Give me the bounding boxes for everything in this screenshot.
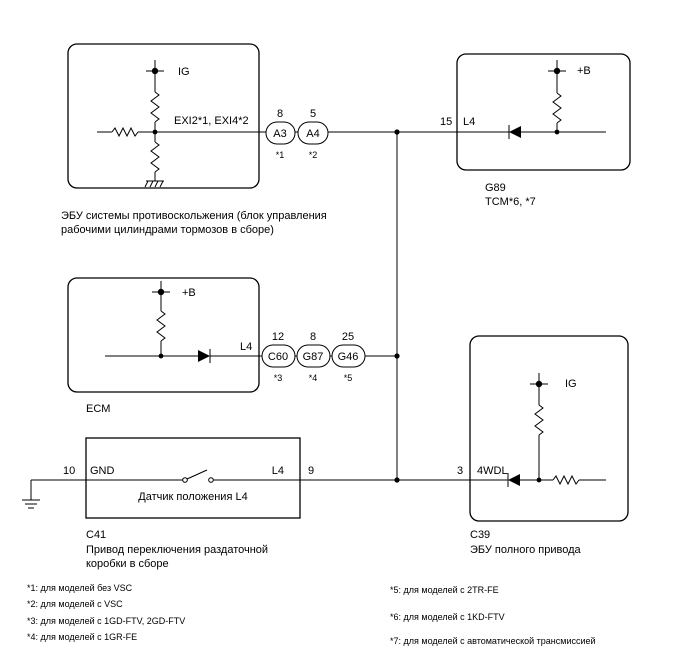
awd-ecu-pin: 3 <box>457 465 463 477</box>
tcm-box <box>456 53 631 171</box>
connector-a4-pin: 5 <box>310 108 316 120</box>
connector-a3 <box>265 121 296 145</box>
connector-a4-label: A4 <box>306 128 319 140</box>
note-3: *3: для моделей с 1GD-FTV, 2GD-FTV <box>27 616 185 626</box>
switch-contact-icon <box>182 477 188 483</box>
tcm-code: G89 <box>485 182 506 194</box>
connector-g87-pin: 8 <box>310 331 316 343</box>
connector-g46-pin: 25 <box>342 331 354 343</box>
connector-g46-note: *5 <box>344 373 353 383</box>
splice-mid <box>394 353 400 359</box>
awd-ecu-name: ЭБУ полного привода <box>470 544 582 556</box>
tcm-name: TCM*6, *7 <box>485 196 536 208</box>
awd-ecu-code: C39 <box>470 529 490 541</box>
awd-input-resistor-icon <box>552 474 580 486</box>
transfer-actuator-code: C41 <box>86 529 106 541</box>
splice-bottom <box>394 477 400 483</box>
ecm-resistor-icon <box>156 310 166 342</box>
transfer-actuator-box <box>85 437 301 519</box>
gnd-pin: 10 <box>63 465 75 477</box>
note-1: *1: для моделей без VSC <box>27 583 133 593</box>
awd-ecu-box <box>469 335 629 522</box>
pulldown-resistor-icon <box>150 141 160 173</box>
connector-a4-note: *2 <box>309 150 318 160</box>
ecm-power-label: +B <box>182 287 196 299</box>
connector-a3-pin: 8 <box>277 108 283 120</box>
tcm-diode-icon <box>509 126 521 138</box>
input-resistor-icon <box>111 126 139 138</box>
awd-ecu-signal-label: 4WDL <box>477 465 508 477</box>
connector-a4 <box>297 121 329 145</box>
note-6: *6: для моделей с 1KD-FTV <box>390 612 505 622</box>
awd-diode-icon <box>508 474 520 486</box>
note-2: *2: для моделей с VSC <box>27 599 123 609</box>
connector-a3-note: *1 <box>276 150 285 160</box>
ecm-diode-icon <box>198 350 210 362</box>
note-7: *7: для моделей с автоматической трансми… <box>390 636 596 646</box>
connector-g87-label: G87 <box>303 351 324 363</box>
ecm-name: ECM <box>86 403 110 415</box>
ecm-signal-label: L4 <box>240 341 252 353</box>
ecu-vsc-box <box>67 43 260 189</box>
tcm-resistor-icon <box>552 92 562 124</box>
connector-c60-note: *3 <box>274 373 283 383</box>
tcm-power-label: +B <box>577 65 591 77</box>
note-4: *4: для моделей с 1GR-FE <box>27 632 137 642</box>
l4-pin: 9 <box>308 465 314 477</box>
connector-c60-label: C60 <box>268 351 288 363</box>
tcm-signal-label: L4 <box>463 116 475 128</box>
connector-g46-label: G46 <box>338 351 359 363</box>
connector-a3-label: A3 <box>273 128 286 140</box>
transfer-actuator-description-2: коробки в сборе <box>86 558 169 570</box>
transfer-actuator-description-1: Привод переключения раздаточной <box>86 544 268 556</box>
l4-label: L4 <box>272 465 284 477</box>
ecu-vsc-description-1: ЭБУ системы противоскольжения (блок упра… <box>61 210 327 222</box>
tcm-pin: 15 <box>440 116 452 128</box>
awd-ecu-power-label: IG <box>565 378 577 390</box>
ecu-vsc-signal-label: EXI2*1, EXI4*2 <box>174 115 249 127</box>
l4-switch-icon <box>186 469 208 480</box>
ecu-vsc-description-2: рабочими цилиндрами тормозов в сборе) <box>61 224 274 236</box>
ecm-box <box>67 277 260 393</box>
ecu-vsc-power-label: IG <box>178 66 190 78</box>
connector-g87-note: *4 <box>309 373 318 383</box>
connector-c60-pin: 12 <box>272 331 284 343</box>
gnd-label: GND <box>90 465 115 477</box>
pullup-resistor-icon <box>150 91 160 123</box>
awd-resistor-icon <box>534 404 544 436</box>
switch-label: Датчик положения L4 <box>138 491 247 503</box>
note-5: *5: для моделей с 2TR-FE <box>390 585 499 595</box>
